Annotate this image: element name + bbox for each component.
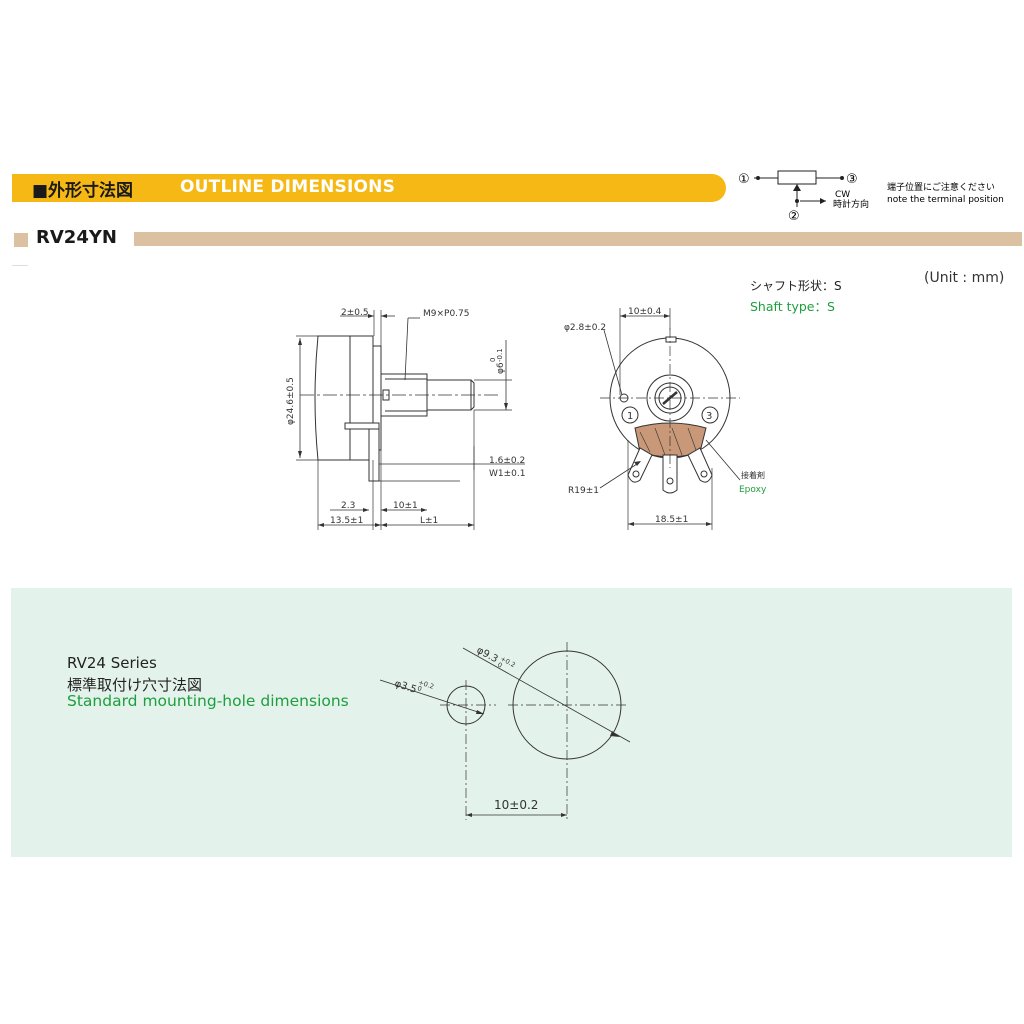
unit-label: (Unit : mm) bbox=[924, 270, 1005, 286]
dim-10-0.4: 10±0.4 bbox=[628, 307, 662, 317]
terminal-3-number: 3 bbox=[706, 411, 712, 422]
dim-diameter-6-tol-bottom: -0.1 bbox=[496, 348, 504, 362]
section-title-en: OUTLINE DIMENSIONS bbox=[180, 177, 396, 197]
cw-ja-label: 時計方向 bbox=[833, 198, 869, 210]
dim-10: 10±1 bbox=[393, 501, 418, 511]
side-view-drawing: 2±0.5 M9×P0.75 φ24.6±0.5 φ6 0 -0.1 1.6±0… bbox=[286, 308, 525, 530]
mounting-hole-drawing: φ3.5 +0.2 0 φ9.3 +0.2 0 10±0.2 bbox=[379, 642, 631, 820]
mounting-title-en: Standard mounting-hole dimensions bbox=[67, 692, 349, 710]
pin-1 bbox=[627, 447, 653, 483]
dim-13.5: 13.5±1 bbox=[330, 516, 363, 526]
shaft-type-ja: シャフト形状：S bbox=[750, 279, 842, 293]
dim-diameter-6: φ6 bbox=[496, 362, 506, 374]
pin-2 bbox=[662, 454, 678, 494]
dim-hole-pitch: 10±0.2 bbox=[494, 798, 538, 812]
epoxy-area bbox=[634, 422, 707, 458]
mounting-hole-panel bbox=[11, 588, 1012, 857]
dim-2.3: 2.3 bbox=[341, 501, 355, 511]
terminal-1-label: ① bbox=[738, 172, 750, 187]
dim-l: L±1 bbox=[420, 516, 438, 526]
dim-locating-hole-diameter: φ2.8±0.2 bbox=[564, 323, 606, 333]
shaft-type-en: Shaft type：S bbox=[750, 299, 835, 314]
terminal-1-number: 1 bbox=[627, 411, 633, 422]
section-header-bar: ■外形寸法図 OUTLINE DIMENSIONS bbox=[12, 174, 726, 202]
model-name: RV24YN bbox=[36, 227, 117, 248]
terminal-1-marker bbox=[621, 406, 639, 424]
model-marker bbox=[14, 233, 28, 247]
mounting-title-ja: 標準取付け穴寸法図 bbox=[67, 676, 203, 694]
dim-large-hole-diameter: φ9.3 bbox=[475, 645, 500, 665]
mounting-series-label: RV24 Series bbox=[67, 654, 157, 672]
model-stripe bbox=[134, 232, 1022, 246]
housing-body bbox=[314, 335, 374, 461]
terminal-3-label: ③ bbox=[846, 172, 858, 187]
cw-label: CW bbox=[835, 190, 850, 200]
dim-diameter-24.6: φ24.6±0.5 bbox=[286, 377, 296, 425]
dim-diameter-6-tol-top: 0 bbox=[489, 358, 497, 362]
terminal-note-ja: 端子位置にご注意ください bbox=[887, 181, 995, 193]
terminal-3-marker bbox=[701, 406, 719, 424]
dim-2-0.5: 2±0.5 bbox=[341, 308, 369, 318]
pin-3 bbox=[687, 447, 713, 483]
dim-small-hole-tol-bottom: 0 bbox=[416, 684, 422, 693]
front-view-drawing: φ2.8±0.2 10±0.4 R19±1 18.5±1 接着剤 Epoxy 1… bbox=[564, 307, 767, 530]
terminal-note-en: note the terminal position bbox=[887, 195, 1004, 205]
epoxy-label-en: Epoxy bbox=[739, 485, 767, 495]
dim-m9-thread: M9×P0.75 bbox=[423, 309, 470, 319]
epoxy-label-ja: 接着剤 bbox=[741, 470, 765, 480]
dim-1.6: 1.6±0.2 bbox=[489, 456, 525, 466]
dim-small-hole-diameter: φ3.5 bbox=[393, 678, 418, 695]
dim-r19: R19±1 bbox=[568, 486, 599, 496]
terminal-pin bbox=[368, 428, 380, 482]
divider bbox=[12, 265, 28, 266]
terminal-schematic: ① ③ ② CW 時計方向 端子位置にご注意ください note the term… bbox=[738, 170, 1004, 224]
dim-w1: W1±0.1 bbox=[489, 469, 525, 479]
resistor-symbol bbox=[777, 170, 817, 185]
section-title-ja: ■外形寸法図 bbox=[32, 181, 134, 201]
terminal-2-label: ② bbox=[788, 209, 800, 224]
dim-large-hole-tol-bottom: 0 bbox=[496, 661, 503, 670]
dim-18.5: 18.5±1 bbox=[655, 515, 688, 525]
